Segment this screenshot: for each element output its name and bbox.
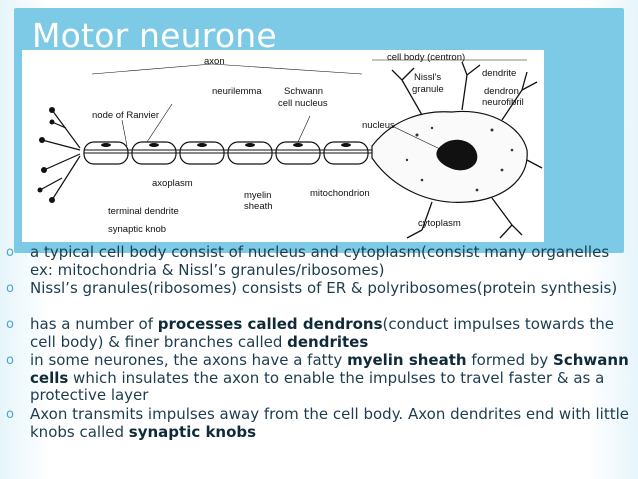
bullet-item-5: o Axon transmits impulses away from the … xyxy=(4,405,634,442)
label-neurilemma: neurilemma xyxy=(212,86,262,97)
bullet-marker: o xyxy=(6,245,14,260)
bullet-item-4: o in some neurones, the axons have a fat… xyxy=(4,351,634,406)
label-node-of-ranvier: node of Ranvier xyxy=(92,110,159,121)
label-schwann: Schwann xyxy=(284,86,323,97)
label-granule: granule xyxy=(412,84,444,95)
dendrons xyxy=(391,61,543,239)
bullet-bold-text: processes called dendrons xyxy=(157,315,383,333)
bullet-text: (conduct impulses towards the cell body)… xyxy=(30,315,614,351)
slide-title: Motor neurone xyxy=(32,16,277,55)
label-mitochondrion: mitochondrion xyxy=(310,188,370,199)
terminal-dendrites xyxy=(39,109,81,201)
label-nissls: Nissl's xyxy=(414,72,441,83)
bullet-item-2: o Nissl’s granules(ribosomes) consists o… xyxy=(4,279,634,316)
bullet-text: formed by xyxy=(466,351,554,369)
nissl-granules xyxy=(405,126,514,192)
bullet-list: o a typical cell body consist of nucleus… xyxy=(4,243,634,442)
label-cytoplasm: cytoplasm xyxy=(418,218,461,229)
label-synaptic-knob: synaptic knob xyxy=(108,224,166,235)
neurone-diagram: axon cell body (centron) neurilemma node… xyxy=(22,50,544,242)
label-myelin: myelin xyxy=(244,190,271,201)
label-dendron: dendron xyxy=(484,86,519,97)
axon-core xyxy=(84,149,372,154)
bullet-text: has a number of xyxy=(30,315,158,333)
bullet-item-3: o has a number of processes called dendr… xyxy=(4,315,634,352)
label-sheath: sheath xyxy=(244,201,273,212)
bullet-text: a typical cell body consist of nucleus a… xyxy=(30,243,610,279)
label-cell-body: cell body (centron) xyxy=(387,52,465,63)
nucleus-shape xyxy=(436,139,478,171)
bullet-bold-text: myelin sheath xyxy=(347,351,467,369)
label-schwann-cell-nucleus: cell nucleus xyxy=(278,98,328,109)
synaptic-knobs xyxy=(37,107,55,203)
bullet-text: which insulates the axon to enable the i… xyxy=(30,368,605,404)
bullet-text: Axon transmits impulses away from the ce… xyxy=(30,405,630,441)
bullet-bold-text: dendrites xyxy=(287,332,369,351)
label-neurofibril: neurofibril xyxy=(482,97,524,108)
bullet-marker: o xyxy=(6,281,14,296)
bullet-marker: o xyxy=(6,317,14,332)
label-terminal-dendrite: terminal dendrite xyxy=(108,206,179,217)
bullet-bold-text: Schwann cells xyxy=(30,351,629,387)
motor-neurone-illustration: axon cell body (centron) neurilemma node… xyxy=(37,52,543,239)
leader-lines xyxy=(91,59,527,151)
bullet-text: in some neurones, the axons have a fatty xyxy=(30,351,348,369)
label-dendrite: dendrite xyxy=(482,68,516,79)
label-axon: axon xyxy=(204,56,225,67)
label-nucleus: nucleus xyxy=(362,120,395,131)
bullet-marker: o xyxy=(6,353,14,368)
schwann-nuclei xyxy=(101,143,351,147)
bullet-text: Nissl’s granules(ribosomes) consists of … xyxy=(30,279,618,297)
label-axoplasm: axoplasm xyxy=(152,178,193,189)
bullet-marker: o xyxy=(6,407,14,422)
bullet-bold-text: synaptic knobs xyxy=(128,422,257,441)
bullet-item-1: o a typical cell body consist of nucleus… xyxy=(4,243,634,280)
